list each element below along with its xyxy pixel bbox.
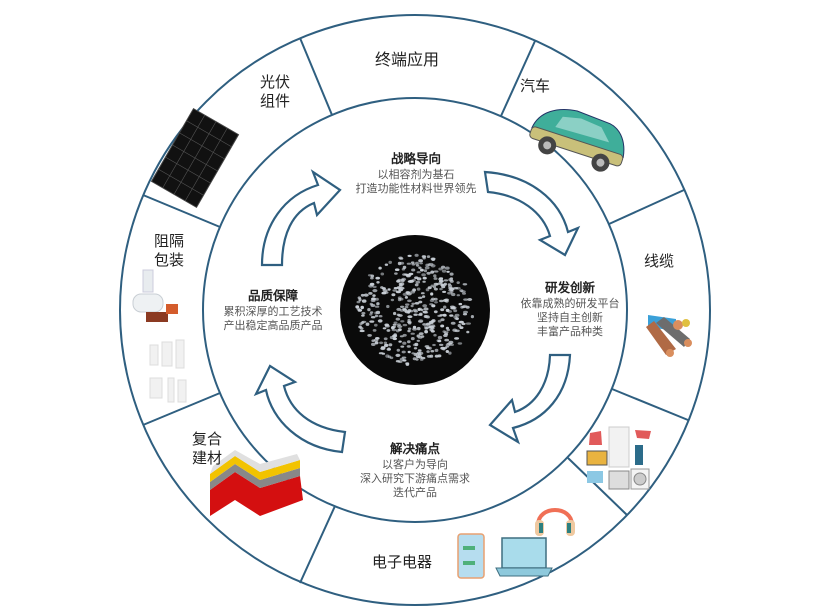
segment-label-pv-modules: 光伏组件: [259, 73, 290, 110]
center-pellets-image: [340, 235, 490, 385]
arrow-bottom-left-icon: [253, 364, 347, 454]
cycle-rnd-title: 研发创新: [544, 280, 595, 295]
electronics-icon: [457, 508, 575, 579]
segment-label-electronics: 电子电器: [372, 553, 433, 571]
packaging-icon: [132, 269, 187, 403]
solar-panel-icon: [150, 107, 240, 209]
arrow-top-left-icon: [260, 169, 342, 267]
cycle-strategy-line: 打造功能性材料世界领先: [355, 182, 477, 195]
home-appliances-icon: [586, 426, 651, 490]
cycle-arrows: [253, 169, 581, 454]
composite-panel-icon: [210, 450, 303, 516]
cycle-pain-points-title: 解决痛点: [389, 441, 440, 456]
segment-label-terminal-applications: 终端应用: [375, 50, 440, 69]
cycle-strategy-line: 以相容剂为基石: [377, 168, 455, 181]
segment-label-cable: 线缆: [644, 252, 675, 270]
cycle-quality: 品质保障 累积深厚的工艺技术 产出稳定高品质产品: [215, 287, 331, 333]
cycle-strategy-title: 战略导向: [390, 151, 441, 166]
cycle-quality-title: 品质保障: [247, 288, 298, 303]
cable-icon: [646, 315, 692, 357]
cycle-pain-points-line: 以客户为导向: [382, 458, 448, 471]
cycle-quality-line: 产出稳定高品质产品: [223, 319, 323, 332]
cycle-strategy: 战略导向 以相容剂为基石 打造功能性材料世界领先: [345, 150, 487, 196]
cycle-rnd-line: 丰富产品种类: [537, 325, 603, 338]
cycle-pain-points-line: 迭代产品: [393, 486, 437, 499]
arrow-bottom-right-icon: [488, 353, 572, 445]
cycle-pain-points: 解决痛点 以客户为导向 深入研究下游痛点需求 迭代产品: [350, 440, 480, 500]
segment-label-composite-building-materials: 复合建材: [191, 430, 222, 467]
cycle-pain-points-line: 深入研究下游痛点需求: [360, 472, 470, 485]
car-icon: [529, 108, 625, 172]
inner-ring: [202, 97, 628, 523]
outer-ring: [119, 14, 711, 606]
segment-dividers: [142, 37, 689, 584]
cycle-quality-line: 累积深厚的工艺技术: [223, 305, 323, 318]
cycle-rnd-line: 依靠成熟的研发平台: [520, 297, 620, 310]
cycle-rnd: 研发创新 依靠成熟的研发平台 坚持自主创新 丰富产品种类: [510, 279, 630, 339]
cycle-rnd-line: 坚持自主创新: [537, 311, 603, 324]
arrow-top-right-icon: [483, 170, 581, 257]
segment-label-barrier-packaging: 阻隔包装: [153, 232, 184, 269]
segment-label-automotive: 汽车: [520, 77, 551, 95]
